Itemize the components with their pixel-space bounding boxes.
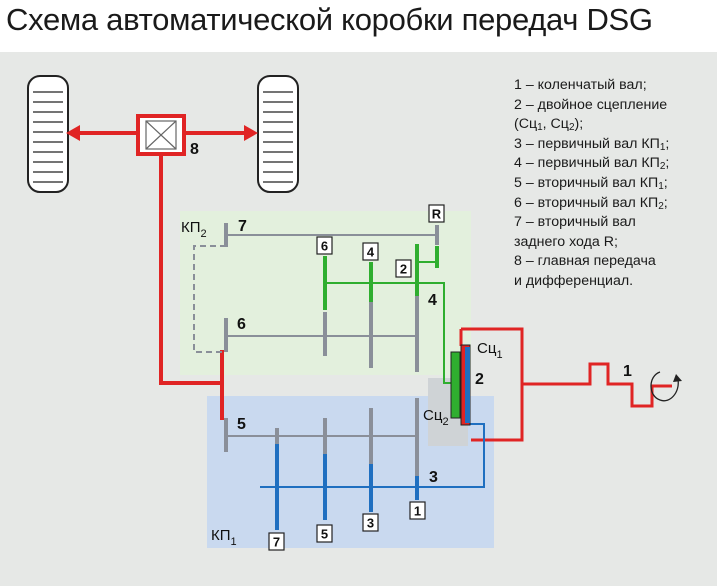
label-6: 6 bbox=[237, 316, 246, 333]
arrow-right-icon bbox=[244, 125, 258, 141]
kp2-shafts bbox=[193, 234, 437, 353]
label-4: 4 bbox=[428, 292, 437, 309]
legend-3-end: ; bbox=[665, 135, 670, 152]
gear-box-6: 6 bbox=[316, 236, 333, 255]
gear-box-3: 3 bbox=[362, 513, 379, 532]
gear-box-4: 4 bbox=[362, 242, 379, 261]
kp2-sub: 2 bbox=[201, 228, 207, 240]
legend-3-sub: 1 bbox=[659, 141, 666, 153]
label-3: 3 bbox=[429, 469, 438, 486]
clutch-1-plate bbox=[465, 347, 470, 423]
kp1-blue-gears bbox=[275, 444, 419, 530]
kp1-label: КП1 bbox=[211, 527, 237, 548]
rotation-arrow-head-icon bbox=[673, 374, 682, 382]
kp1-sub: 1 bbox=[231, 536, 237, 548]
label-1: 1 bbox=[623, 363, 632, 380]
kp1-text: КП bbox=[211, 527, 231, 544]
gear-box-2: 2 bbox=[395, 259, 412, 278]
legend-2b-mid: , Сц bbox=[542, 116, 569, 133]
legend-item-7: 7 – вторичный вал bbox=[514, 214, 636, 231]
legend-2b-sub1: 1 bbox=[537, 122, 543, 134]
arrow-left-icon bbox=[66, 125, 80, 141]
legend-item-7b: заднего хода R; bbox=[514, 233, 618, 250]
legend-item-5: 5 – вторичный вал КП1; bbox=[514, 174, 714, 194]
legend-item-3: 3 – первичный вал КП1; bbox=[514, 135, 714, 155]
gear-label-3: 3 bbox=[367, 516, 374, 531]
legend: 1 – коленчатый вал; 2 – двойное сцеплени… bbox=[514, 76, 714, 292]
right-wheel bbox=[257, 75, 299, 193]
legend-2b-close: ); bbox=[574, 116, 584, 133]
gear-label-5: 5 bbox=[321, 527, 328, 542]
clutch2-label: Сц2 bbox=[423, 407, 449, 428]
legend-2b-sub2: 2 bbox=[568, 122, 575, 134]
legend-6-sub: 2 bbox=[658, 200, 664, 212]
legend-item-2b: (Сц1, Сц2); bbox=[514, 115, 714, 135]
dsg-diagram: R 6 4 2 1 3 5 7 8 7 6 4 5 3 2 1 КП2 КП1 … bbox=[0, 52, 717, 586]
legend-item-2: 2 – двойное сцепление bbox=[514, 96, 668, 113]
gear-label-1: 1 bbox=[414, 504, 421, 519]
kp2-gears-gray bbox=[224, 223, 439, 372]
gear-box-r: R bbox=[428, 204, 445, 223]
clutch1-text: Сц bbox=[477, 340, 497, 357]
legend-4-sub: 2 bbox=[659, 161, 666, 173]
legend-4-text: 4 – первичный вал КП bbox=[514, 155, 660, 172]
crankshaft bbox=[522, 362, 672, 408]
label-5: 5 bbox=[237, 416, 246, 433]
legend-6-end: ; bbox=[663, 194, 668, 211]
legend-item-8b: и дифференциал. bbox=[514, 272, 634, 289]
clutch2-text: Сц bbox=[423, 407, 443, 424]
legend-2b-open: (Сц bbox=[514, 116, 538, 133]
clutch1-label: Сц1 bbox=[477, 340, 503, 361]
legend-5-sub: 1 bbox=[658, 180, 664, 192]
legend-5-text: 5 – вторичный вал КП bbox=[514, 174, 659, 191]
rotation-arrow-icon bbox=[650, 371, 679, 402]
legend-item-6: 6 – вторичный вал КП2; bbox=[514, 194, 714, 214]
kp2-label: КП2 bbox=[181, 219, 207, 240]
gear-box-1: 1 bbox=[409, 501, 426, 520]
legend-item-1: 1 – коленчатый вал; bbox=[514, 77, 647, 93]
legend-item-4: 4 – первичный вал КП2; bbox=[514, 154, 714, 174]
kp1-gears-gray bbox=[224, 398, 419, 476]
label-8: 8 bbox=[190, 141, 199, 158]
legend-3-text: 3 – первичный вал КП bbox=[514, 135, 660, 152]
legend-6-text: 6 – вторичный вал КП bbox=[514, 194, 659, 211]
label-7: 7 bbox=[238, 218, 247, 235]
legend-4-end: ; bbox=[665, 155, 670, 172]
label-2: 2 bbox=[475, 371, 484, 388]
kp2-green-gears bbox=[323, 244, 439, 310]
clutch1-sub: 1 bbox=[496, 349, 502, 361]
legend-5-end: ; bbox=[663, 174, 668, 191]
kp2-green-shaft bbox=[325, 261, 451, 384]
differential-box bbox=[136, 114, 186, 156]
clutch-2-disc bbox=[450, 351, 461, 419]
gear-label-7: 7 bbox=[273, 535, 280, 550]
kp2-text: КП bbox=[181, 219, 201, 236]
left-wheel bbox=[27, 75, 69, 193]
legend-item-8: 8 – главная передача bbox=[514, 253, 656, 270]
drive-path bbox=[74, 131, 250, 420]
page-title: Схема автоматической коробки передач DSG bbox=[6, 2, 653, 37]
gear-label-r: R bbox=[432, 207, 442, 222]
gear-box-7: 7 bbox=[268, 532, 285, 551]
gear-label-6: 6 bbox=[321, 239, 328, 254]
clutch2-sub: 2 bbox=[442, 416, 448, 428]
gear-label-4: 4 bbox=[367, 245, 375, 260]
gear-label-2: 2 bbox=[400, 262, 407, 277]
gear-box-5: 5 bbox=[316, 524, 333, 543]
